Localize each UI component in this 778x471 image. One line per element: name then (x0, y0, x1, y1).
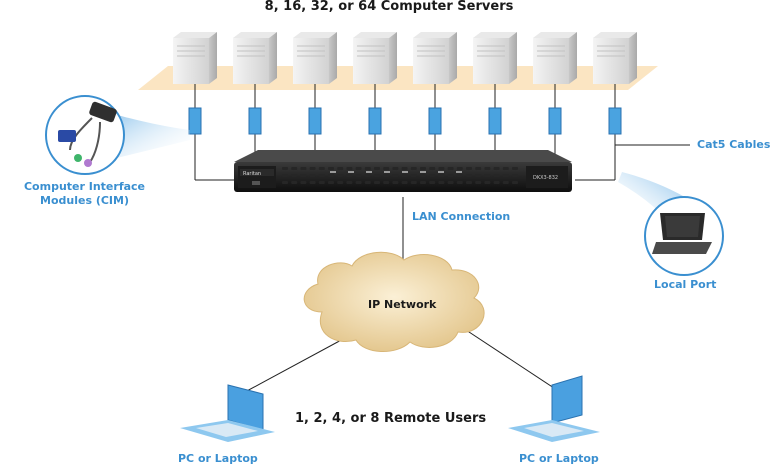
pc-laptop-right (508, 376, 600, 442)
local-port-callout (618, 172, 723, 275)
server-tower-icon (233, 32, 277, 84)
remote-users-label: 1, 2, 4, or 8 Remote Users (295, 411, 486, 426)
cim-module-icon (189, 108, 201, 134)
cim-module-icon (369, 108, 381, 134)
cim-row (189, 84, 621, 134)
pc-laptop-left-label: PC or Laptop (178, 452, 258, 465)
ps2-green-icon (74, 154, 82, 162)
laptop-screen-right (552, 376, 582, 423)
ps2-purple-icon (84, 159, 92, 167)
cim-module-icon (429, 108, 441, 134)
pc-laptop-left (180, 385, 275, 442)
server-tower-icon (173, 32, 217, 84)
server-tower-icon (593, 32, 637, 84)
server-tower-icon (353, 32, 397, 84)
pc-laptop-right-label: PC or Laptop (519, 452, 599, 465)
kvm-switch: Raritan DKX3-832 (234, 150, 572, 192)
console-keyboard-icon (652, 242, 712, 254)
cim-callout (46, 96, 190, 174)
cat5-cables-label: Cat5 Cables (697, 138, 770, 151)
cim-module-icon (309, 108, 321, 134)
diagram-title: 8, 16, 32, or 64 Computer Servers (0, 0, 778, 14)
cim-module-icon (549, 108, 561, 134)
cim-module-icon (489, 108, 501, 134)
server-tower-icon (533, 32, 577, 84)
server-tower-icon (473, 32, 517, 84)
cim-label: Computer Interface Modules (CIM) (12, 180, 157, 208)
lan-connection-label: LAN Connection (412, 210, 510, 223)
kvm-brand: Raritan (243, 171, 261, 177)
local-port-label: Local Port (654, 278, 716, 291)
cim-module-icon (249, 108, 261, 134)
cim-module-icon (609, 108, 621, 134)
server-tower-icon (293, 32, 337, 84)
ip-network-label: IP Network (368, 298, 436, 311)
kvm-model: DKX3-832 (533, 175, 558, 181)
server-tower-icon (413, 32, 457, 84)
vga-connector-icon (58, 130, 76, 142)
